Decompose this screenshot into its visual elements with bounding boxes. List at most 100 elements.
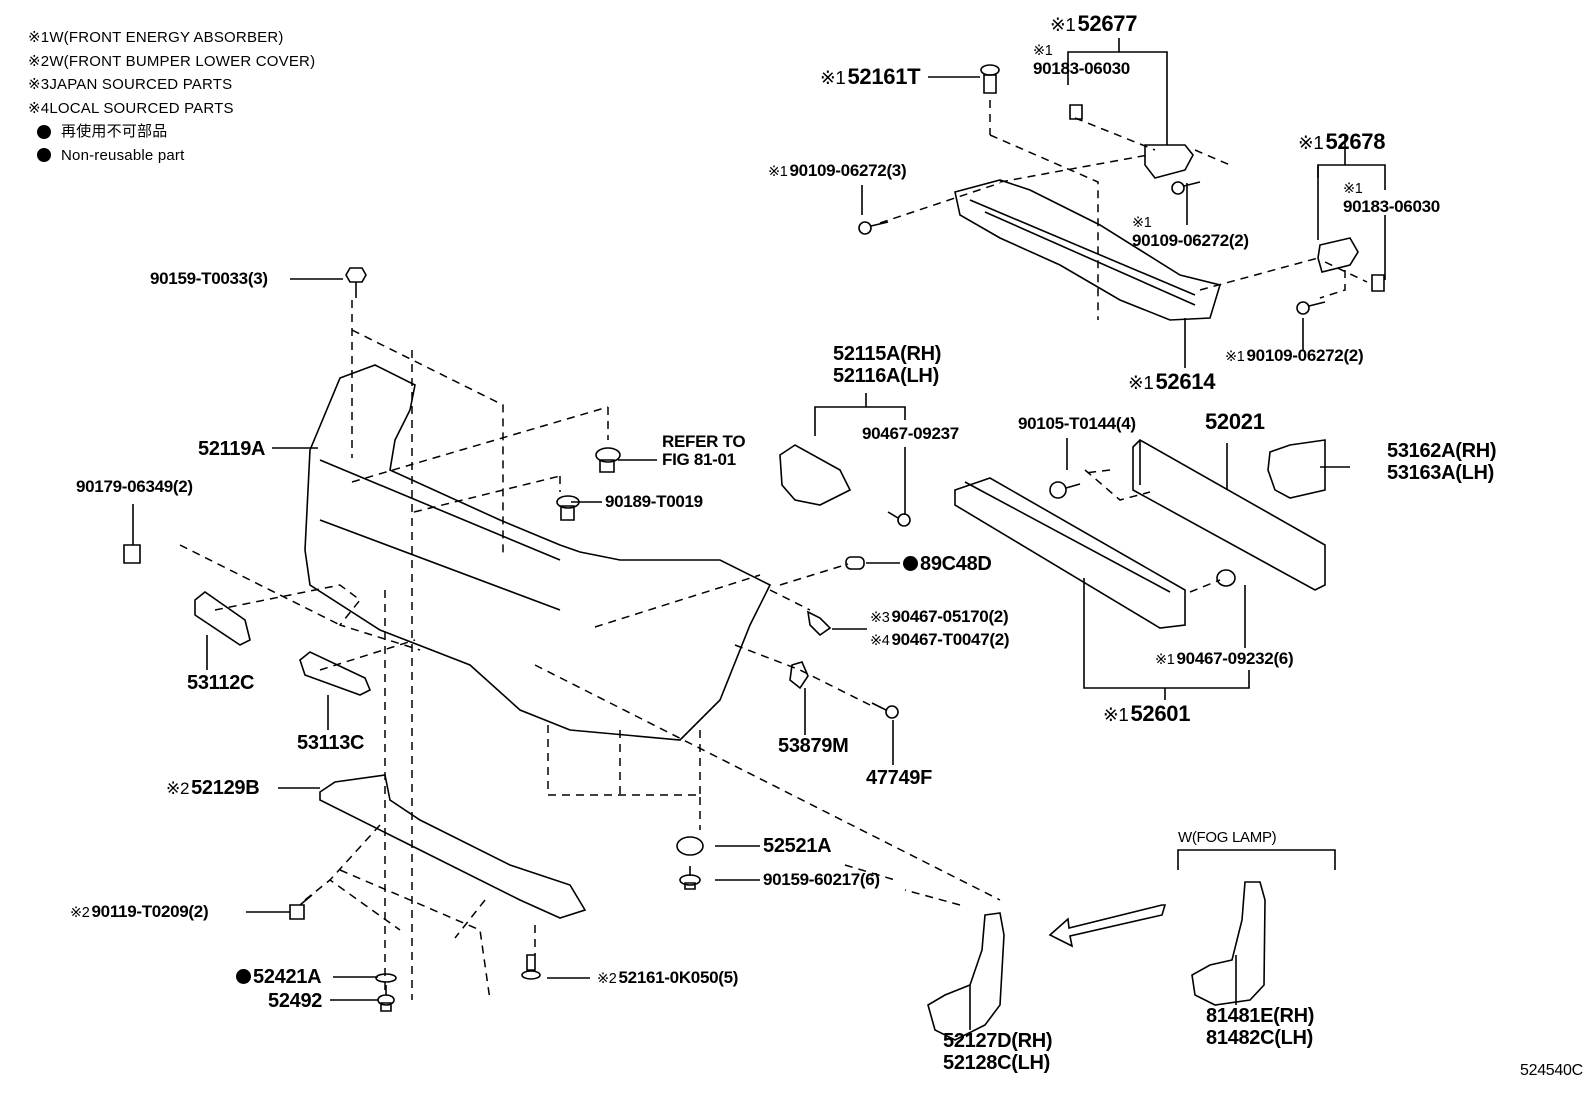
fog-cover-52127D-icon [928,913,1004,1040]
grille-53112C-icon [195,592,250,645]
clip-90467-icon [888,512,910,526]
part-label-53162A-53163A[interactable]: 53162A(RH)53163A(LH) [1387,440,1497,484]
part-number-rh: 52115A(RH) [833,343,942,365]
part-label-52601[interactable]: ※152601 [1103,702,1190,727]
bolt-90159-60217-icon [680,866,700,889]
note-mark: ※1 [820,67,846,88]
note-mark: ※4 [28,99,50,117]
part-number: 90105-T0144(4) [1018,414,1136,433]
bolt-52492-icon [378,985,394,1011]
note-mark: ※1 [1132,215,1152,231]
lower-cover-52129B-icon [320,775,585,918]
part-label-90105-T0144[interactable]: 90105-T0144(4) [1018,415,1136,433]
part-label-52127D-52128C[interactable]: 52127D(RH)52128C(LH) [943,1030,1053,1074]
part-label-53879M[interactable]: 53879M [778,735,849,757]
part-number-lh: 81482C(LH) [1206,1027,1314,1049]
bullet-text: Non-reusable part [61,146,185,164]
note-mark: ※1 [1103,704,1129,725]
part-label-90179-06349[interactable]: 90179-06349(2) [76,478,193,496]
part-label-81481E-81482C[interactable]: 81481E(RH)81482C(LH) [1206,1005,1314,1049]
part-number: 52161-0K050(5) [618,968,739,987]
part-label-52677[interactable]: ※152677 [1050,12,1137,37]
part-label-52115A-52116A[interactable]: 52115A(RH)52116A(LH) [833,343,941,387]
part-label-53112C[interactable]: 53112C [187,672,254,694]
note-text: W(FRONT ENERGY ABSORBER) [49,29,284,46]
side-bracket-52115A-icon [780,445,850,505]
bolt-90119-icon [290,895,312,919]
part-number: 90189-T0019 [605,492,703,511]
part-label-47749F[interactable]: 47749F [866,767,932,789]
clip-52161-0K050-icon [522,955,540,979]
note-mark: ※1 [768,164,788,180]
reinforcement-52601-icon [955,478,1185,628]
note-text: LOCAL SOURCED PARTS [49,99,234,117]
bracket-52677-icon [1145,145,1193,178]
part-number: 90159-60217(6) [763,870,880,889]
part-number: 53113C [297,732,365,754]
part-number-rh: 81481E(RH) [1206,1005,1315,1027]
part-label-52161T[interactable]: ※152161T [820,64,921,90]
bolt-icon [1172,182,1200,194]
part-label-52021[interactable]: 52021 [1205,410,1265,434]
part-number: 90467-T0047(2) [891,630,1010,649]
clip-90189-icon [557,496,579,520]
part-label-52119A[interactable]: 52119A [198,438,265,460]
washer-52421A-icon [376,974,396,982]
part-label-52614[interactable]: ※152614 [1128,370,1215,395]
part-number: 52614 [1155,369,1216,394]
part-label-90159-T0033[interactable]: 90159-T0033(3) [150,270,268,288]
part-number: 90467-05170(2) [891,607,1009,626]
part-number: 52161T [847,64,921,89]
note-text: JAPAN SOURCED PARTS [49,76,233,93]
note-mark: ※1 [28,29,50,46]
non-reusable-icon [236,969,251,984]
part-label-53113C[interactable]: 53113C [297,732,364,754]
part-number: 90183-06030 [1343,197,1440,216]
clip-90467-09232-icon [1217,570,1235,586]
non-reusable-icon [903,556,918,571]
part-number: 90159-T0033(3) [150,269,268,288]
legend-bullet-en: Non-reusable part [28,144,315,168]
note-mark: ※1 [1225,349,1245,365]
part-label-90467-09237[interactable]: 90467-09237 [862,425,959,443]
figure-id-text: 524540C [1520,1062,1583,1079]
note-mark: ※1 [1155,652,1175,668]
part-label-90189-T0019[interactable]: 90189-T0019 [605,493,703,511]
note-mark: ※1 [1033,43,1053,59]
part-label-89C48D[interactable]: 89C48D [903,553,992,575]
part-number: 52677 [1077,11,1138,36]
part-label-52421A[interactable]: 52421A [236,966,322,988]
part-label-52492[interactable]: 52492 [268,990,322,1012]
part-number: 90109-06272(3) [789,161,907,180]
part-number: 90109-06272(2) [1132,231,1249,250]
note-mark: ※2 [597,971,617,987]
bracket-52678-icon [1318,238,1358,272]
clip-52161T-icon [981,65,999,93]
part-label-90159-60217[interactable]: 90159-60217(6) [763,871,880,889]
note-mark: ※2 [166,779,190,798]
fog-lamp-cover-81481E-icon [1192,882,1265,1005]
legend-bullet-jp: 再使用不可部品 [28,120,315,144]
part-label-52678[interactable]: ※152678 [1298,130,1385,155]
note-mark: ※4 [870,633,890,649]
part-number: 53112C [187,672,255,694]
part-label-52521A[interactable]: 52521A [763,835,832,857]
note-text: W(FRONT BUMPER LOWER COVER) [49,52,316,70]
